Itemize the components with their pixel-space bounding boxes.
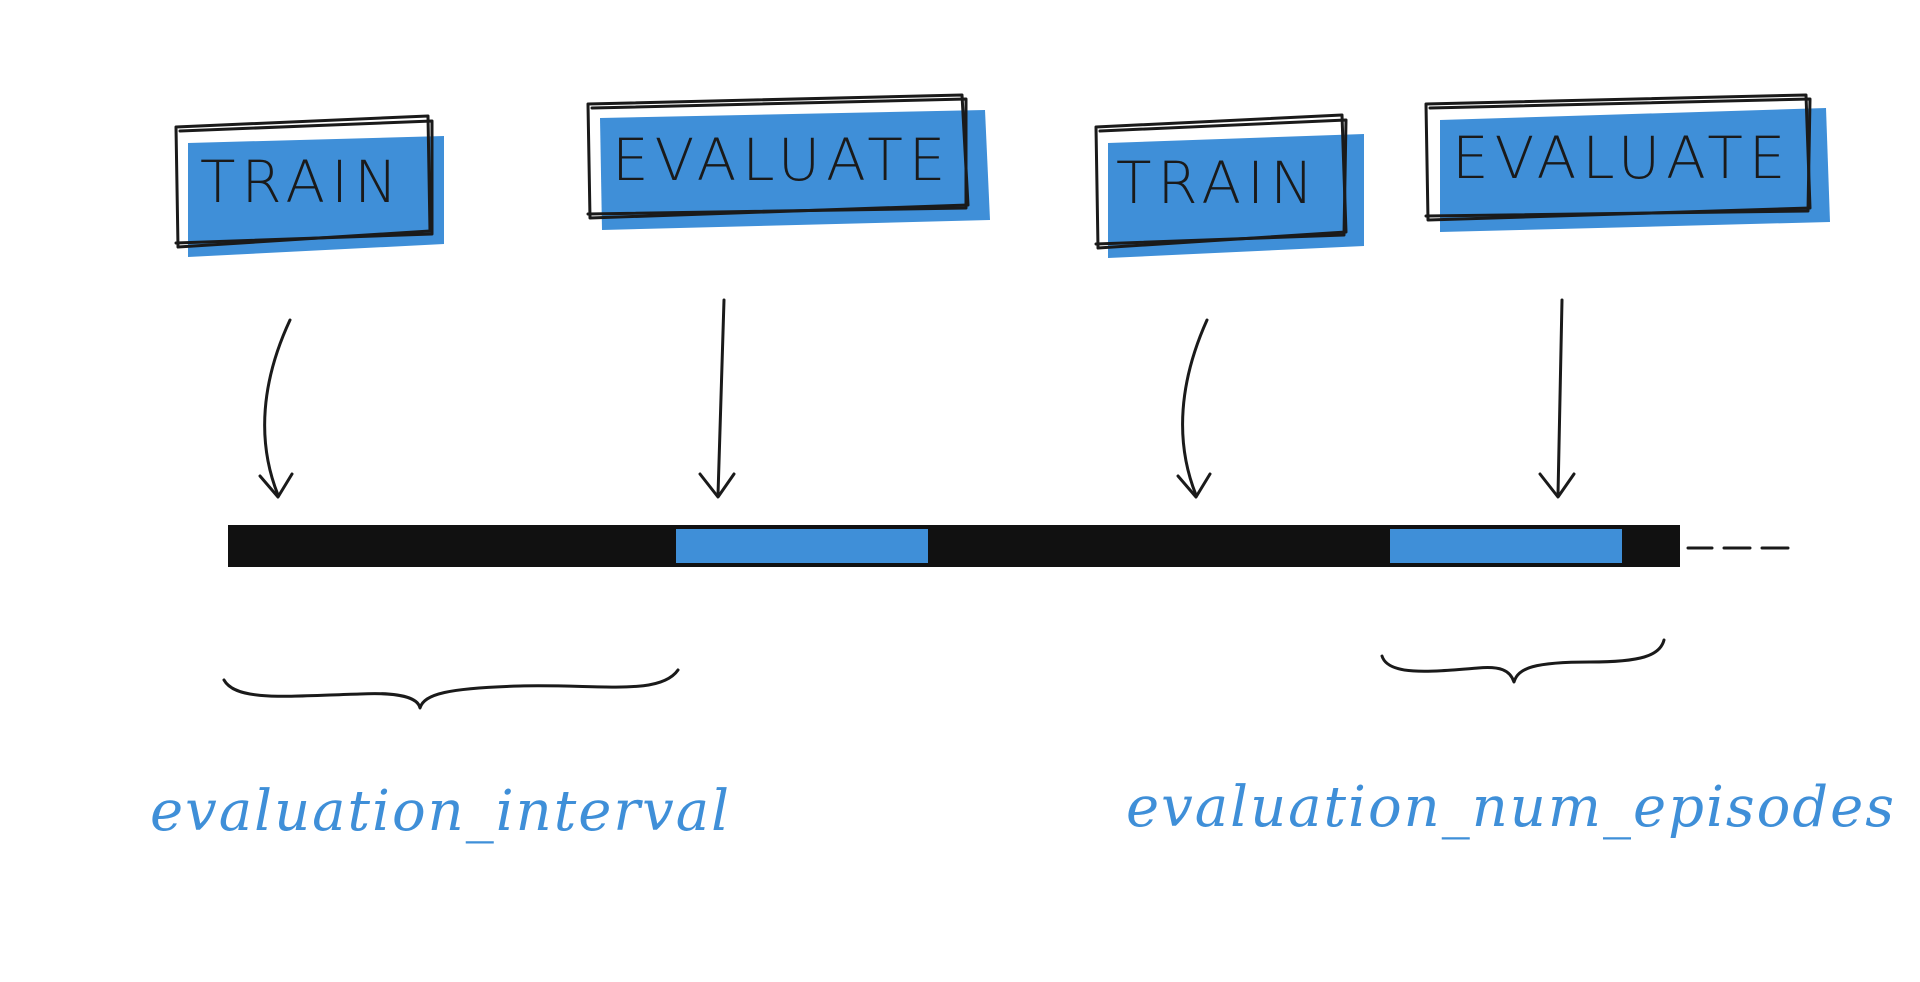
- phase-label-train-1: TRAIN: [200, 148, 404, 216]
- phase-box-evaluate-2: EVALUATE: [1424, 93, 1830, 232]
- phase-label-train-2: TRAIN: [1116, 149, 1320, 217]
- annotation-evaluation-interval: evaluation_interval: [150, 779, 731, 844]
- timeline-segment-train-3: [1622, 527, 1678, 565]
- timeline-segment-evaluate-2: [1390, 529, 1622, 565]
- timeline-segment-train-2: [928, 527, 1390, 565]
- timeline-bar: [228, 525, 1680, 567]
- phase-box-train-1: TRAIN: [174, 114, 444, 257]
- phase-box-train-2: TRAIN: [1094, 113, 1364, 258]
- phase-label-evaluate-1: EVALUATE: [612, 126, 951, 194]
- annotation-evaluation-num-episodes: evaluation_num_episodes: [1126, 775, 1896, 840]
- phase-box-evaluate-1: EVALUATE: [586, 93, 990, 230]
- brace-evaluation-num-episodes: [1380, 638, 1666, 684]
- arrow-train-1: [258, 318, 294, 499]
- arrow-train-2: [1176, 318, 1212, 499]
- arrow-evaluate-1: [698, 298, 736, 499]
- arrow-evaluate-2: [1538, 298, 1576, 499]
- brace-evaluation-interval: [222, 668, 680, 710]
- timeline-segment-train-1: [230, 527, 676, 565]
- timeline-segment-evaluate-1: [676, 529, 928, 565]
- phase-label-evaluate-2: EVALUATE: [1452, 124, 1791, 192]
